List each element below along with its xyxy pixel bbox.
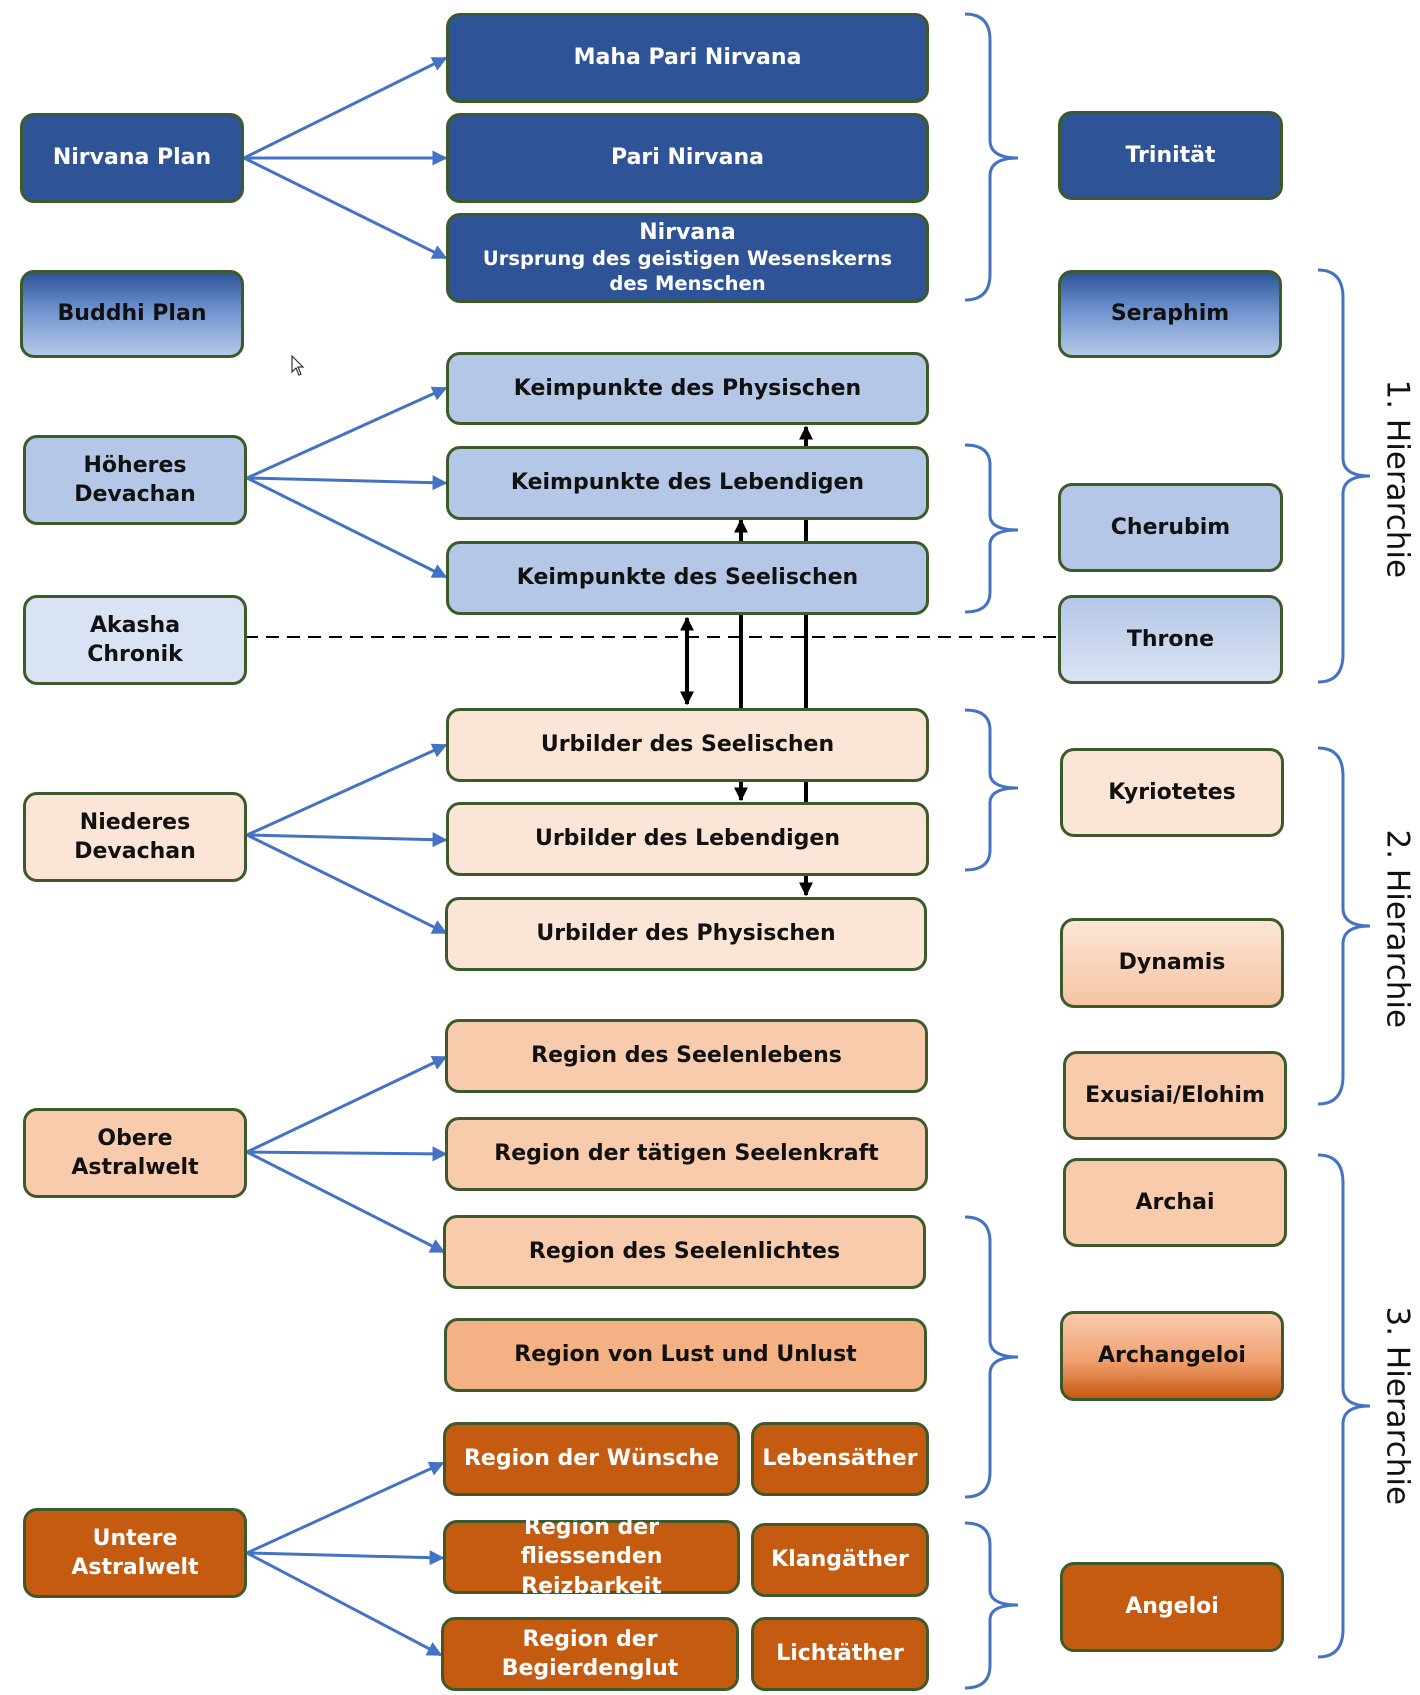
brackets-outer [1317,268,1371,1659]
region-taetigen-seelenkraft: Region der tätigen Seelenkraft [445,1117,928,1191]
obere-astralwelt-arrows [246,1055,448,1254]
ether-klangaether: Klangäther [751,1523,929,1597]
being-exusiai-elohim: Exusiai/Elohim [1063,1051,1287,1140]
plane-akasha-chronik: Akasha Chronik [23,595,247,685]
plane-hoeheres-line2: Devachan [74,482,196,507]
hierarchy-3-label: 3. Hierarchie [1379,1306,1416,1506]
plane-buddhi-label: Buddhi Plan [57,301,207,327]
region-seelenlebens: Region des Seelenlebens [445,1019,928,1093]
region-pari-label: Pari Nirvana [611,145,764,171]
plane-obere-line2: Astralwelt [71,1155,199,1180]
region-begierdenglut: Region der Begierdenglut [441,1617,739,1691]
ether-lebensaether: Lebensäther [751,1422,929,1496]
region-taetig-label: Region der tätigen Seelenkraft [494,1141,879,1167]
being-archangeloi: Archangeloi [1060,1311,1284,1401]
region-nirvana-subtitle: Ursprung des geistigen Wesenskerns des M… [482,247,893,296]
plane-hoeheres-devachan: Höheres Devachan [23,435,247,525]
region-wuensche-label: Region der Wünsche [463,1446,720,1472]
region-nirvana: Nirvana Ursprung des geistigen Wesensker… [446,213,929,303]
plane-niederes-devachan: Niederes Devachan [23,792,247,882]
region-u-seel-label: Urbilder des Seelischen [540,732,835,758]
plane-untere-line2: Astralwelt [71,1555,199,1580]
being-archai: Archai [1063,1158,1287,1247]
being-kyriotetes-label: Kyriotetes [1108,779,1236,805]
region-keimpunkte-seelischen: Keimpunkte des Seelischen [446,541,929,615]
being-dynamis-label: Dynamis [1118,950,1226,976]
region-seelenleben-label: Region des Seelenlebens [531,1043,842,1069]
hierarchy-2-label: 2. Hierarchie [1379,829,1416,1029]
being-exusiai-label: Exusiai/Elohim [1085,1082,1265,1108]
niederes-devachan-arrows [246,743,448,935]
being-seraphim-label: Seraphim [1110,301,1230,327]
region-urbilder-seelischen: Urbilder des Seelischen [446,708,929,782]
plane-akasha-line2: Chronik [87,642,183,667]
plane-untere-astralwelt: Untere Astralwelt [23,1508,247,1598]
being-throne: Throne [1058,595,1283,684]
region-reiz-line2: Reizbarkeit [521,1573,662,1599]
plane-obere-astralwelt: Obere Astralwelt [23,1108,247,1198]
being-dynamis: Dynamis [1060,918,1284,1008]
region-lust-unlust: Region von Lust und Unlust [444,1318,927,1392]
plane-nirvana-label: Nirvana Plan [52,145,212,171]
region-maha-label: Maha Pari Nirvana [573,45,802,71]
ether-licht-label: Lichtäther [776,1641,904,1667]
plane-akasha-line1: Akasha [89,612,181,638]
region-pari-nirvana: Pari Nirvana [446,113,929,203]
being-cherubim: Cherubim [1058,483,1283,572]
being-trinitaet: Trinität [1058,111,1283,200]
region-urbilder-lebendigen: Urbilder des Lebendigen [446,802,929,876]
plane-niederes-line2: Devachan [74,839,196,864]
being-throne-label: Throne [1126,626,1215,652]
plane-untere-line1: Untere [92,1525,178,1551]
being-archangeloi-label: Archangeloi [1098,1343,1246,1369]
plane-obere-line1: Obere [97,1125,173,1151]
mouse-cursor-icon [291,355,305,376]
plane-hoeheres-line1: Höheres [83,452,187,478]
region-fliessenden-reizbarkeit: Region der fliessenden Reizbarkeit [443,1515,740,1599]
region-wuensche: Region der Wünsche [443,1422,740,1496]
region-k-seel-label: Keimpunkte des Seelischen [516,565,859,591]
brackets-middle [964,12,1019,1690]
region-reiz-line1: Region der fliessenden [520,1515,663,1570]
region-seelenlichtes: Region des Seelenlichtes [443,1215,926,1289]
region-begier-line2: Begierdenglut [501,1656,679,1681]
region-k-leb-label: Keimpunkte des Lebendigen [510,470,865,496]
being-archai-label: Archai [1135,1189,1215,1215]
being-seraphim: Seraphim [1058,270,1282,358]
nirvana-arrows [243,56,448,260]
being-kyriotetes: Kyriotetes [1060,748,1284,837]
being-angeloi-label: Angeloi [1125,1594,1219,1620]
region-nirvana-title: Nirvana [639,219,736,245]
hierarchy-1-label: 1. Hierarchie [1379,379,1416,579]
region-k-phys-label: Keimpunkte des Physischen [513,375,862,401]
plane-nirvana-plan: Nirvana Plan [20,113,244,203]
plane-niederes-line1: Niederes [79,809,191,835]
being-trinitaet-label: Trinität [1125,142,1216,168]
untere-astralwelt-arrows [246,1461,445,1657]
region-seelenlicht-label: Region des Seelenlichtes [528,1239,841,1265]
region-keimpunkte-physischen: Keimpunkte des Physischen [446,352,929,425]
region-u-phys-label: Urbilder des Physischen [536,921,836,947]
region-begier-line1: Region der [522,1626,658,1652]
ether-lichtaether: Lichtäther [751,1617,929,1691]
region-u-leb-label: Urbilder des Lebendigen [534,826,841,852]
being-cherubim-label: Cherubim [1110,514,1231,540]
hoeheres-devachan-arrows [246,386,448,579]
region-keimpunkte-lebendigen: Keimpunkte des Lebendigen [446,446,929,520]
region-urbilder-physischen: Urbilder des Physischen [445,897,927,971]
ether-klang-label: Klangäther [771,1547,909,1573]
being-angeloi: Angeloi [1060,1562,1284,1652]
ether-lebens-label: Lebensäther [762,1446,918,1472]
plane-buddhi-plan: Buddhi Plan [20,270,244,358]
region-lust-label: Region von Lust und Unlust [514,1342,857,1368]
region-maha-pari-nirvana: Maha Pari Nirvana [446,13,929,103]
